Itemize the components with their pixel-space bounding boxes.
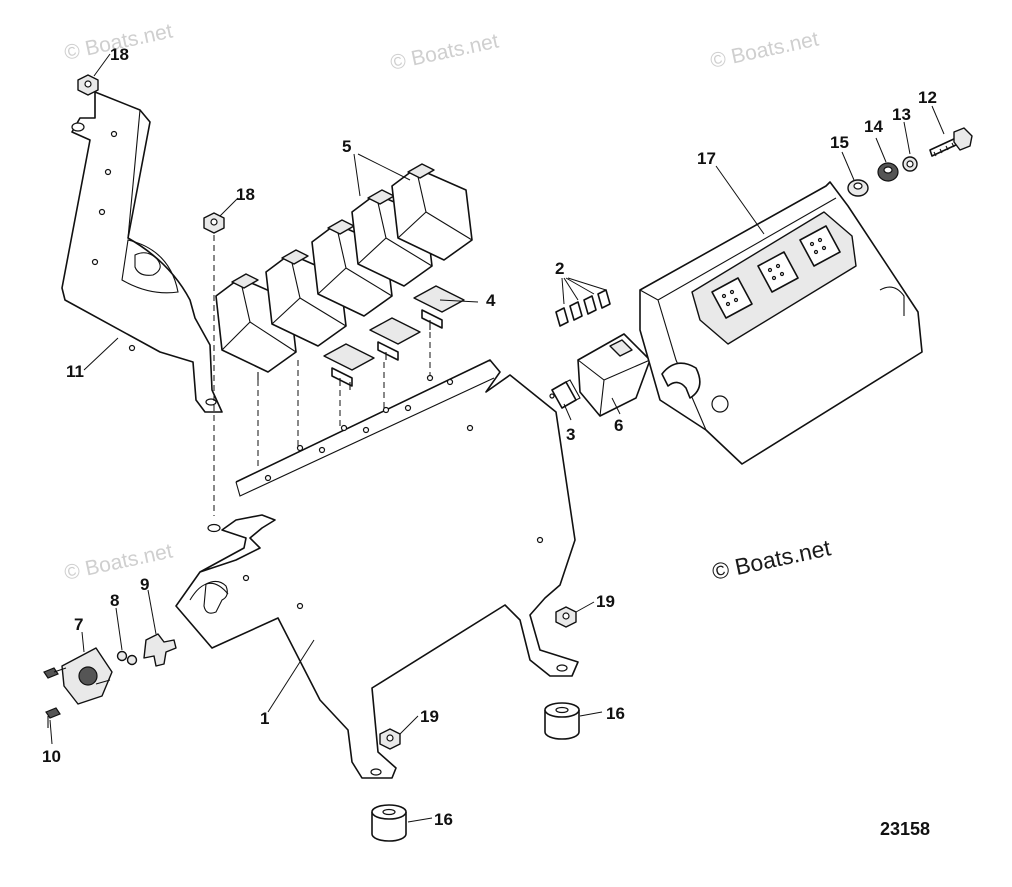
callout-16: 16 — [434, 810, 453, 829]
nut-part-18-top — [77, 74, 99, 96]
relay — [391, 163, 473, 261]
callout-1: 1 — [260, 709, 269, 728]
wing-nut-part-9 — [143, 633, 177, 667]
callout-9: 9 — [140, 575, 149, 594]
washer-part-13 — [902, 156, 918, 172]
callout-15: 15 — [830, 133, 849, 152]
callout-19: 19 — [596, 592, 615, 611]
callout-6: 6 — [614, 416, 623, 435]
screw-part-10-lower — [45, 707, 61, 728]
callout-10: 10 — [42, 747, 61, 766]
leader-lines — [49, 53, 945, 823]
spacer-part-16-right — [544, 702, 580, 740]
callout-13: 13 — [892, 105, 911, 124]
fuse-set-part-2 — [555, 289, 611, 327]
spacer-part-16-bottom — [371, 804, 407, 842]
callout-17: 17 — [697, 149, 716, 168]
callout-19: 19 — [420, 707, 439, 726]
callout-labels: 1 2 3 4 5 6 7 8 9 10 11 12 13 14 15 16 1… — [42, 45, 937, 829]
figure-number: 23158 — [880, 819, 930, 839]
nut-part-19-right — [555, 606, 577, 628]
fuse-holder-group-part-4 — [323, 285, 465, 390]
watermark-faint: © Boats.net — [62, 539, 175, 584]
callout-18: 18 — [110, 45, 129, 64]
nut-part-19-bottom — [379, 728, 401, 750]
bracket-part-11 — [61, 91, 223, 413]
callout-2: 2 — [555, 259, 564, 278]
connector-block-part-6 — [577, 333, 651, 417]
callout-18: 18 — [236, 185, 255, 204]
watermark-main: © Boats.net — [710, 534, 834, 585]
watermark-faint: © Boats.net — [708, 27, 821, 72]
sensor-part-7 — [61, 647, 113, 705]
callout-14: 14 — [864, 117, 883, 136]
bolt-part-12 — [929, 127, 973, 157]
fuse-holder — [323, 343, 375, 390]
fuse-holder — [369, 317, 421, 361]
pin-grid — [721, 237, 827, 307]
callout-12: 12 — [918, 88, 937, 107]
callout-11: 11 — [66, 362, 84, 381]
relay-group-part-5 — [215, 163, 473, 380]
callout-4: 4 — [486, 291, 496, 310]
callout-8: 8 — [110, 591, 119, 610]
callout-16: 16 — [606, 704, 625, 723]
callout-5: 5 — [342, 137, 351, 156]
callout-7: 7 — [74, 615, 83, 634]
nut-part-18-mid — [203, 212, 225, 234]
screw-part-10-upper — [43, 667, 67, 679]
fuse-holder — [413, 285, 465, 330]
callout-3: 3 — [566, 425, 575, 444]
ecm-module-part-17 — [639, 181, 923, 465]
mounting-plate-part-1 — [175, 359, 579, 779]
connector-part-3 — [549, 379, 581, 409]
watermark-faint: © Boats.net — [388, 29, 501, 74]
grommet-part-15 — [847, 179, 869, 197]
grommet-part-14 — [877, 162, 899, 182]
nut-part-8 — [116, 650, 138, 666]
